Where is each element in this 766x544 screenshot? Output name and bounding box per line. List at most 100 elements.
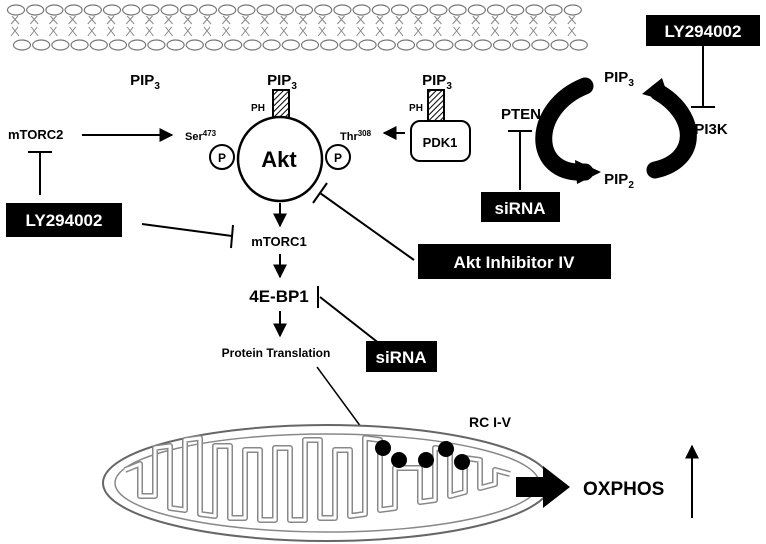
lipid-head-outer bbox=[429, 4, 448, 16]
lipid-tail bbox=[222, 15, 231, 25]
lipid-tail bbox=[472, 15, 481, 25]
lipid-tail bbox=[49, 26, 57, 37]
lipid-tail bbox=[471, 15, 480, 25]
lipid-tail bbox=[145, 26, 153, 37]
lipid-head-outer bbox=[198, 4, 218, 16]
lipid-tail bbox=[125, 15, 134, 25]
lipid-tail bbox=[279, 15, 288, 25]
pi3k-cycle-arrowhead bbox=[642, 78, 670, 102]
lipid-head-outer bbox=[333, 4, 352, 16]
lipid-head-outer bbox=[314, 4, 333, 16]
lipid-tail bbox=[183, 26, 192, 37]
lipid-head-inner bbox=[550, 39, 569, 51]
svg-text:siRNA: siRNA bbox=[375, 348, 426, 367]
lipid-tail bbox=[376, 15, 385, 25]
lipid-tail bbox=[126, 15, 135, 25]
protein-translation-label: Protein Translation bbox=[222, 346, 331, 360]
lipid-head-outer bbox=[467, 4, 486, 16]
lipid-tail bbox=[10, 15, 19, 25]
lipid-tail bbox=[183, 15, 192, 25]
thr308-label: Thr308 bbox=[340, 129, 372, 143]
svg-text:Akt Inhibitor IV: Akt Inhibitor IV bbox=[454, 253, 576, 272]
lipid-tail bbox=[203, 26, 212, 37]
akt-inhibitor-bar bbox=[312, 182, 328, 204]
lipid-tail bbox=[356, 26, 364, 37]
lipid-tail bbox=[509, 15, 518, 25]
lipid-head-outer bbox=[390, 4, 410, 16]
lipid-head-inner bbox=[492, 39, 512, 51]
lipid-head-inner bbox=[204, 39, 224, 51]
lipid-tail bbox=[203, 15, 212, 25]
lipid-head-inner bbox=[224, 39, 243, 51]
lipid-tail bbox=[452, 15, 460, 25]
rc-label: RC I-V bbox=[469, 414, 512, 430]
lipid-head-inner bbox=[512, 39, 531, 51]
lipid-head-outer bbox=[352, 4, 371, 16]
pip3-akt-label: PIP3 bbox=[267, 72, 297, 92]
lipid-head-outer bbox=[544, 4, 563, 16]
rc-complex bbox=[375, 440, 391, 456]
rc-complex bbox=[391, 452, 407, 468]
lipid-head-outer bbox=[160, 4, 179, 16]
sirna-pten-box: siRNA bbox=[481, 192, 560, 222]
lipid-head-inner bbox=[89, 39, 108, 51]
4ebp1-label: 4E-BP1 bbox=[249, 287, 309, 306]
lipid-head-outer bbox=[410, 4, 429, 16]
ly-mtorc1-inhibition bbox=[141, 223, 233, 237]
pip3-pdk1-label: PIP3 bbox=[422, 72, 452, 92]
lipid-head-inner bbox=[12, 39, 32, 51]
lipid-head-inner bbox=[281, 39, 300, 51]
lipid-tail bbox=[394, 15, 403, 25]
lipid-tail bbox=[357, 15, 365, 25]
lipid-tail bbox=[434, 15, 442, 25]
lipid-tail bbox=[548, 15, 556, 25]
lipid-tail bbox=[49, 15, 57, 25]
svg-text:LY294002: LY294002 bbox=[665, 22, 742, 41]
lipid-head-outer bbox=[83, 4, 102, 16]
lipid-head-outer bbox=[237, 4, 256, 16]
lipid-tail bbox=[165, 26, 173, 37]
lipid-head-outer bbox=[563, 4, 582, 16]
cell-membrane bbox=[6, 4, 588, 51]
lipid-head-inner bbox=[416, 39, 435, 51]
lipid-tail bbox=[184, 15, 193, 25]
pten-cycle-arc bbox=[535, 77, 594, 181]
lipid-tail bbox=[453, 26, 461, 37]
lipid-tail bbox=[298, 26, 307, 37]
lipid-tail bbox=[490, 26, 499, 37]
lipid-tail bbox=[50, 15, 58, 25]
lipid-head-inner bbox=[396, 39, 416, 51]
lipid-head-outer bbox=[525, 4, 544, 16]
sirna-4ebp1-box: siRNA bbox=[366, 341, 437, 372]
sirna-4ebp1-line bbox=[319, 296, 386, 349]
lipid-head-outer bbox=[294, 4, 314, 16]
lipid-tail bbox=[202, 15, 211, 25]
lipid-tail bbox=[548, 26, 556, 37]
lipid-tail bbox=[87, 15, 96, 25]
lipid-head-inner bbox=[108, 39, 128, 51]
lipid-head-inner bbox=[454, 39, 473, 51]
lipid-tail bbox=[106, 15, 115, 25]
lipid-tail bbox=[395, 26, 404, 37]
lipid-head-inner bbox=[243, 39, 262, 51]
lipid-tail bbox=[260, 15, 268, 25]
lipid-tail bbox=[11, 26, 20, 37]
ly294002-left-box: LY294002 bbox=[6, 203, 122, 237]
lipid-head-inner bbox=[569, 39, 588, 51]
lipid-tail bbox=[88, 15, 97, 25]
ly294002-top-box: LY294002 bbox=[646, 15, 760, 46]
lipid-head-inner bbox=[339, 39, 358, 51]
lipid-head-inner bbox=[128, 39, 147, 51]
lipid-tail bbox=[146, 15, 154, 25]
lipid-tail bbox=[30, 26, 39, 37]
pip2-cycle-label: PIP2 bbox=[604, 171, 634, 191]
pdk1-node bbox=[410, 120, 471, 162]
oxphos-block-arrow bbox=[516, 466, 570, 508]
lipid-head-inner bbox=[358, 39, 377, 51]
lipid-tail bbox=[29, 26, 38, 37]
svg-text:LY294002: LY294002 bbox=[26, 211, 103, 230]
lipid-tail bbox=[30, 15, 39, 25]
lipid-tail bbox=[568, 15, 577, 25]
rc-complex bbox=[438, 441, 454, 457]
lipid-tail bbox=[414, 26, 423, 37]
